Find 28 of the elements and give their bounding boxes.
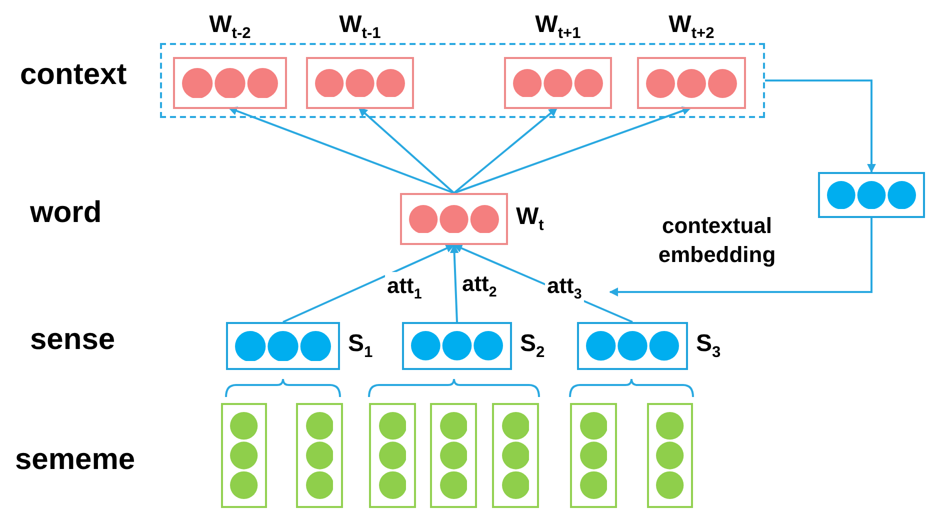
vector-label: S$_{1}$	[348, 330, 373, 362]
row-label: word	[30, 196, 102, 230]
vector-box	[430, 403, 477, 508]
vector-label: W$_{t-1}$	[339, 11, 381, 43]
vector-label: S$_{2}$	[520, 330, 545, 362]
row-label: context	[20, 58, 127, 92]
vector-box	[369, 403, 416, 508]
arrow	[228, 106, 454, 194]
vector-label: S$_{3}$	[696, 330, 721, 362]
arrow	[282, 244, 455, 323]
vector-box	[221, 403, 267, 508]
arrow	[765, 80, 876, 173]
arrow	[358, 107, 455, 194]
arrow	[609, 218, 872, 296]
vector-label: W$_{t+1}$	[535, 11, 581, 43]
vector-box	[570, 403, 617, 508]
vector-box	[492, 403, 539, 508]
vector-label: W$_{t-2}$	[209, 11, 251, 43]
vector-label: W$_{t}$	[516, 203, 544, 235]
row-label: sense	[30, 323, 116, 357]
arrow	[453, 107, 558, 194]
vector-box	[647, 403, 693, 508]
arrow	[454, 106, 692, 194]
vector-label: W$_{t+2}$	[668, 11, 714, 43]
arrow	[450, 244, 459, 322]
vector-box	[818, 172, 925, 218]
vector-box	[296, 403, 343, 508]
row-label: sememe	[15, 443, 136, 477]
